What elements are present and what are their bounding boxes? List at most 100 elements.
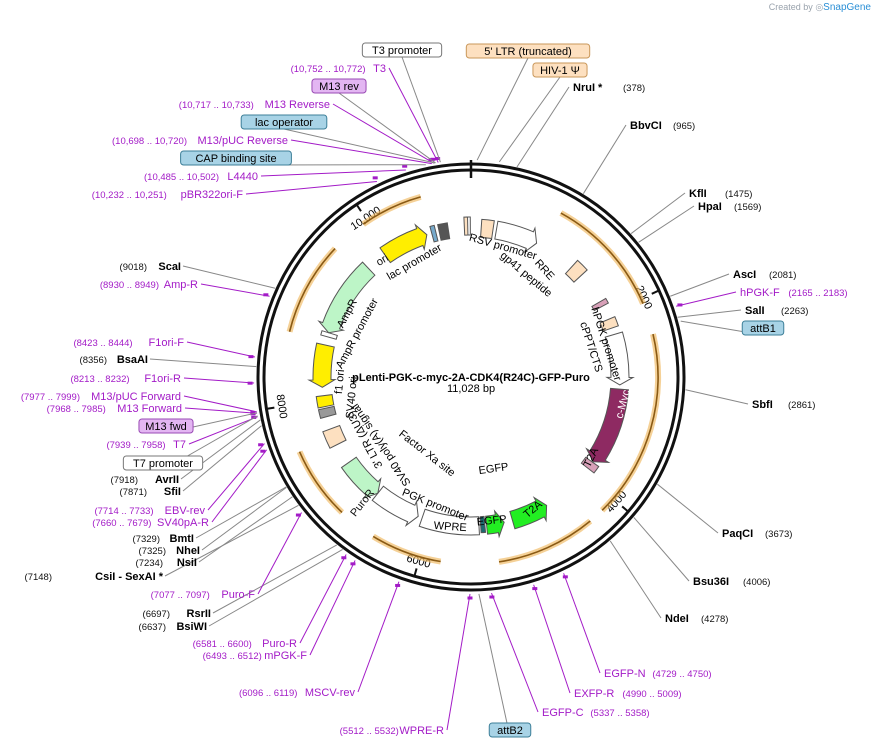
feature-leader-line bbox=[478, 593, 511, 738]
inner-feature-label: EGFP bbox=[476, 513, 507, 528]
primer-mark bbox=[295, 513, 301, 517]
enzyme-coord: (1569) bbox=[734, 202, 761, 213]
primer-coord: (4729 .. 4750) bbox=[652, 669, 711, 680]
primer-leader-line bbox=[388, 67, 439, 163]
attb2-feature bbox=[479, 515, 487, 534]
enzyme-name: Bsu36I bbox=[693, 576, 729, 588]
enzyme-leader-line bbox=[195, 486, 287, 539]
feature-label-text: lac operator bbox=[255, 117, 313, 129]
orf-arc-line bbox=[560, 212, 644, 305]
inner-feature-label: EGFP bbox=[478, 461, 509, 477]
enzyme-coord: (2861) bbox=[788, 400, 815, 411]
enzyme-coord: (7325) bbox=[139, 546, 166, 557]
primer-leader-line bbox=[183, 395, 257, 413]
enzyme-coord: (4278) bbox=[701, 614, 728, 625]
sv40-ori-feature bbox=[317, 405, 337, 419]
ruler-tick bbox=[413, 568, 418, 577]
primer-coord: (10,485 .. 10,502) bbox=[144, 172, 219, 183]
feature-label-text: attB1 bbox=[750, 323, 776, 335]
rsv-promoter-feature bbox=[494, 220, 538, 254]
primer-mark bbox=[341, 556, 347, 560]
primer-leader-line bbox=[676, 291, 737, 307]
primer-name: M13 Forward bbox=[117, 403, 182, 415]
primer-name: Puro-F bbox=[221, 589, 255, 601]
enzyme-coord: (7329) bbox=[133, 534, 160, 545]
feature-label-text: M13 rev bbox=[319, 81, 359, 93]
primer-mark bbox=[532, 587, 538, 591]
primer-leader-line bbox=[186, 341, 256, 358]
ruler-tick bbox=[266, 406, 275, 410]
feature-leader-line bbox=[476, 57, 529, 161]
primer-coord: (2165 .. 2183) bbox=[788, 288, 847, 299]
primer-coord: (10,232 .. 10,251) bbox=[92, 190, 167, 201]
feature-label-box bbox=[465, 43, 591, 59]
enzyme-coord: (7234) bbox=[136, 558, 163, 569]
ruler-tick bbox=[355, 203, 362, 212]
enzyme-coord: (965) bbox=[673, 121, 695, 132]
enzyme-name: BmtI bbox=[170, 533, 194, 545]
primer-name: mPGK-F bbox=[264, 650, 307, 662]
enzyme-leader-line bbox=[630, 192, 686, 234]
enzyme-name: SfiI bbox=[164, 486, 181, 498]
primer-mark bbox=[250, 410, 256, 414]
enzyme-leader-line bbox=[633, 517, 690, 582]
snapgene-credit: Created by ◎SnapGene bbox=[768, 2, 871, 13]
primer-mark bbox=[562, 575, 568, 579]
primer-mark bbox=[467, 596, 473, 600]
enzyme-name: RsrII bbox=[187, 608, 211, 620]
enzyme-leader-line bbox=[212, 544, 338, 614]
primer-coord: (10,752 .. 10,772) bbox=[291, 64, 366, 75]
ltr5-feature bbox=[463, 216, 469, 236]
feature-label-text: 5' LTR (truncated) bbox=[484, 46, 571, 58]
primer-name: pBR322ori-F bbox=[181, 189, 244, 201]
enzyme-coord: (6697) bbox=[143, 609, 170, 620]
primer-name: EBV-rev bbox=[165, 505, 206, 517]
primer-name: WPRE-R bbox=[399, 725, 444, 737]
enzyme-coord: (2263) bbox=[781, 306, 808, 317]
feature-label-text: CAP binding site bbox=[195, 153, 276, 165]
enzyme-name: NheI bbox=[176, 545, 200, 557]
primer-coord: (7968 .. 7985) bbox=[47, 404, 106, 415]
enzyme-leader-line bbox=[638, 205, 695, 243]
lac-operator-block bbox=[437, 222, 451, 241]
enzyme-leader-line bbox=[198, 496, 293, 563]
egfp-feature-1 bbox=[509, 496, 548, 530]
enzyme-name: SbfI bbox=[752, 399, 773, 411]
enzyme-coord: (7871) bbox=[120, 487, 147, 498]
enzyme-leader-line bbox=[516, 86, 570, 168]
enzyme-name: HpaI bbox=[698, 201, 722, 213]
feature-label-box bbox=[180, 150, 292, 166]
primer-leader-line bbox=[446, 593, 471, 731]
primer-mark bbox=[258, 443, 264, 447]
ori-feature bbox=[379, 223, 428, 264]
primer-leader-line bbox=[183, 377, 255, 384]
enzyme-name: NruI * bbox=[573, 82, 603, 94]
enzyme-leader-line bbox=[182, 425, 262, 492]
primer-coord: (10,717 .. 10,733) bbox=[179, 100, 254, 111]
primer-mark bbox=[395, 583, 401, 587]
t2a-feature-1 bbox=[580, 456, 600, 474]
primer-name: SV40pA-R bbox=[157, 517, 209, 529]
primer-leader-line bbox=[207, 443, 265, 511]
feature-label-text: T7 promoter bbox=[133, 458, 193, 470]
primer-mark bbox=[677, 303, 683, 307]
orf-arc-line bbox=[288, 248, 336, 332]
enzyme-coord: (378) bbox=[623, 83, 645, 94]
primer-name: Puro-R bbox=[262, 638, 297, 650]
orf-arc-line bbox=[372, 535, 441, 563]
plasmid-length: 11,028 bp bbox=[447, 383, 495, 395]
primer-name: EGFP-N bbox=[604, 668, 646, 680]
enzyme-leader-line bbox=[149, 358, 257, 368]
enzyme-leader-line bbox=[685, 389, 749, 405]
snapgene-logo-icon: ◎ bbox=[815, 2, 824, 12]
primer-leader-line bbox=[491, 592, 539, 713]
enzyme-name: AvrII bbox=[155, 474, 179, 486]
feature-leader-line bbox=[283, 128, 436, 164]
primer-leader-line bbox=[188, 416, 258, 445]
feature-label-box bbox=[488, 722, 532, 738]
cppt-feature bbox=[599, 316, 619, 332]
feature-label-text: T3 promoter bbox=[372, 45, 432, 57]
primer-leader-line bbox=[299, 554, 347, 644]
